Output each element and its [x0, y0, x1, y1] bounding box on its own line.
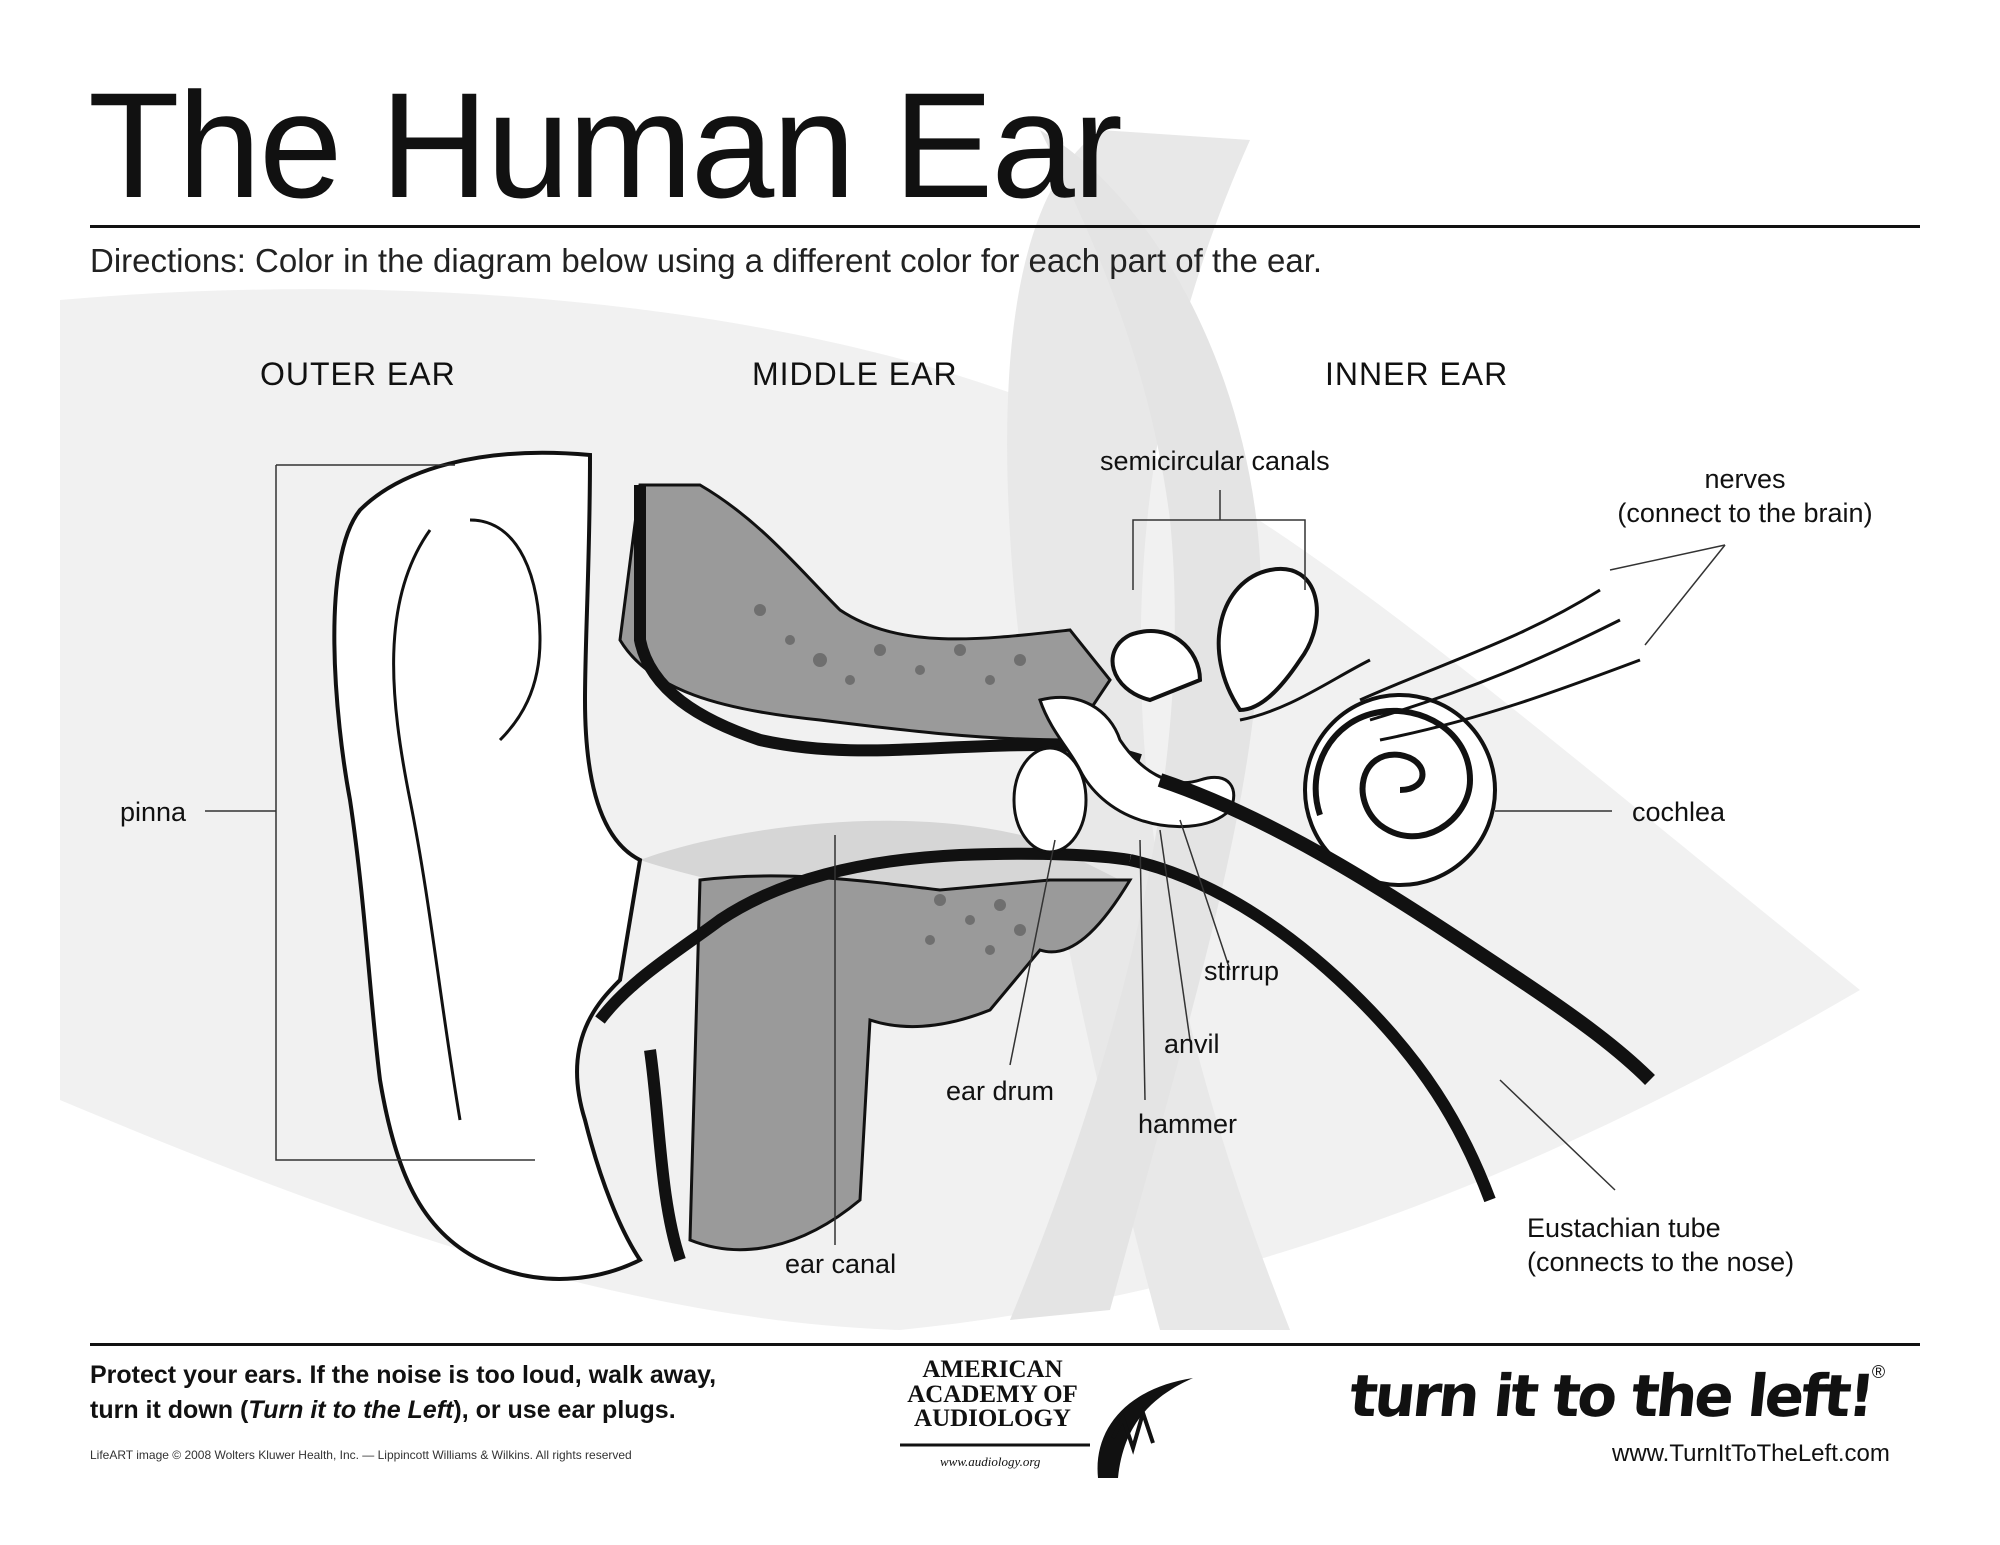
label-nerves: nerves (connect to the brain) — [1605, 463, 1885, 531]
copyright-text: LifeART image © 2008 Wolters Kluwer Heal… — [90, 1448, 632, 1462]
eustachian-tube-shape-2 — [1157, 773, 1655, 1085]
section-outer-ear: OUTER EAR — [260, 356, 456, 392]
label-eustachian-line1: Eustachian tube — [1527, 1213, 1721, 1243]
pinna-inner-fold — [469, 518, 542, 742]
leader-lines — [205, 464, 1726, 1245]
label-semicircular-canals: semicircular canals — [1100, 446, 1330, 476]
stirrup-leader — [1179, 819, 1231, 971]
aaa-underline — [900, 1443, 1090, 1447]
ear-canal-lower-wall-2 — [644, 1049, 686, 1262]
website-url[interactable]: www.TurnItToTheLeft.com — [1612, 1440, 1890, 1467]
aaa-line3: AUDIOLOGY — [914, 1405, 1071, 1432]
aaa-line2: ACADEMY OF — [907, 1380, 1078, 1408]
section-middle-ear: MIDDLE EAR — [752, 356, 958, 392]
aaa-url: www.audiology.org — [940, 1454, 1041, 1469]
ear-drum-shape — [1012, 746, 1088, 854]
temporal-bone-lower — [688, 874, 1133, 1252]
aaa-line1: AMERICAN — [922, 1356, 1063, 1383]
label-anvil: anvil — [1164, 1029, 1220, 1059]
hammer-leader — [1139, 839, 1146, 1101]
nerves-leader-1 — [1609, 544, 1726, 571]
label-ear-drum: ear drum — [946, 1076, 1055, 1106]
eustachian-leader — [1499, 1079, 1616, 1191]
ear-drum-leader — [1009, 839, 1056, 1066]
bone-speckles — [754, 604, 1026, 955]
nerves-shape — [1359, 588, 1641, 742]
title-divider — [90, 225, 1920, 228]
footer-message-post: ), or use ear plugs. — [453, 1395, 676, 1424]
temporal-bone-upper — [618, 483, 1112, 742]
cochlea-shape — [1303, 693, 1497, 887]
aaa-logo-text: AMERICAN ACADEMY OF AUDIOLOGY — [900, 1356, 1085, 1432]
semicircular-canals-shape — [1110, 566, 1371, 722]
directions-text: Directions: Color in the diagram below u… — [90, 242, 1323, 279]
pinna-shape — [332, 450, 643, 1281]
section-inner-ear: INNER EAR — [1325, 356, 1509, 392]
footer-message-pre: turn it down ( — [90, 1395, 249, 1424]
page-title: The Human Ear — [88, 61, 1123, 229]
label-cochlea: cochlea — [1632, 797, 1726, 827]
footer-message: Protect your ears. If the noise is too l… — [90, 1358, 716, 1427]
footer-message-line1: Protect your ears. If the noise is too l… — [90, 1361, 717, 1389]
label-stirrup: stirrup — [1204, 956, 1280, 986]
semicircular-bracket — [1132, 490, 1306, 590]
aaa-swoosh-icon — [1097, 1378, 1193, 1478]
tittl-logo-text: turn it to the left! — [1346, 1362, 1876, 1430]
aaa-logo: AMERICAN ACADEMY OF AUDIOLOGY www.audiol… — [900, 1356, 1210, 1488]
pinna-fold — [392, 529, 462, 1121]
eustachian-tube-shape — [1128, 854, 1496, 1203]
ear-canal-lower-wall — [595, 847, 1131, 1024]
label-nerves-line1: nerves — [1704, 464, 1786, 494]
anvil-leader — [1159, 829, 1191, 1041]
pinna-bracket — [275, 464, 535, 1161]
label-eustachian-tube: Eustachian tube (connects to the nose) — [1527, 1212, 1794, 1280]
footer-message-line2: turn it down (Turn it to the Left), or u… — [90, 1393, 716, 1428]
label-eustachian-line2: (connects to the nose) — [1527, 1246, 1795, 1277]
label-ear-canal: ear canal — [785, 1249, 897, 1279]
nerves-leader-2 — [1644, 544, 1726, 646]
label-hammer: hammer — [1138, 1109, 1238, 1139]
tittl-registered-mark: ® — [1871, 1362, 1886, 1382]
footer-message-em: Turn it to the Left — [248, 1395, 454, 1424]
label-pinna: pinna — [120, 797, 187, 827]
label-nerves-line2: (connect to the brain) — [1617, 497, 1873, 528]
footer-divider — [90, 1343, 1920, 1346]
turn-it-to-the-left-logo: turn it to the left!® — [1346, 1362, 1886, 1430]
